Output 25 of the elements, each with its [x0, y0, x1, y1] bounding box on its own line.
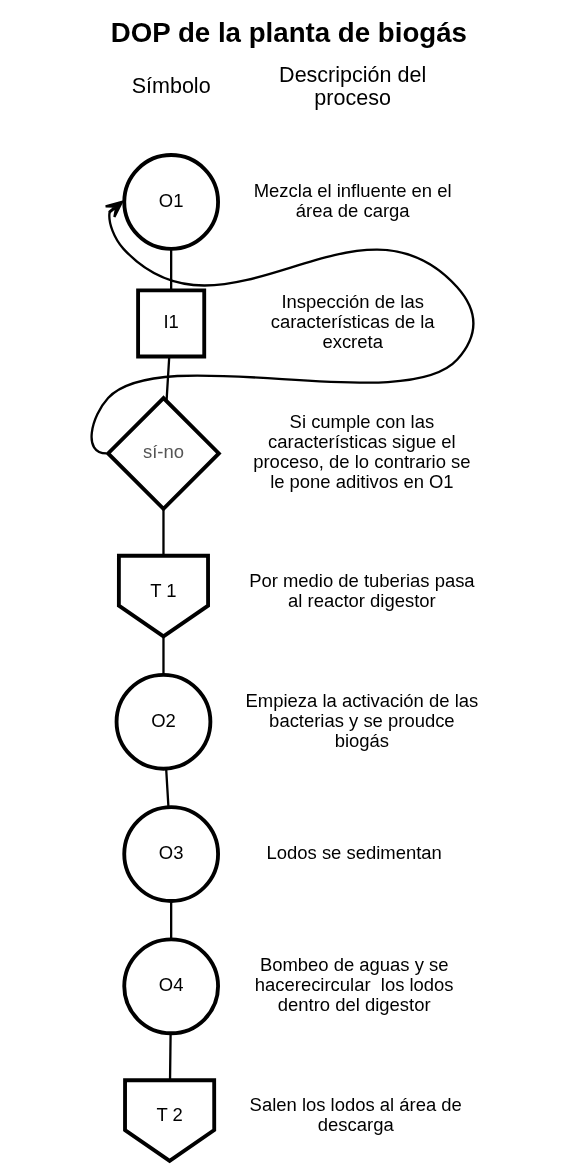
- label: Descripción del proceso: [278, 62, 426, 110]
- node-label: Lodos se sedimentan: [266, 841, 442, 863]
- node-diamond: sí-no: [104, 395, 222, 512]
- node-label: Bombeo de aguas y se hacerecircular los lodos dentro del digestor: [254, 954, 454, 1016]
- connector: [168, 1033, 172, 1081]
- diagram-title: DOP de la planta de biogás: [110, 16, 467, 48]
- node-label: Mezcla el influente en el área de carga: [253, 179, 452, 221]
- connector: [161, 508, 165, 556]
- label: Símbolo: [131, 74, 211, 99]
- node-circle: O1: [121, 153, 220, 251]
- arrow: [90, 200, 474, 455]
- connector: [169, 901, 172, 940]
- node-circle: O2: [114, 672, 212, 771]
- node-circle: O3: [121, 805, 220, 903]
- node-box: I1: [135, 288, 206, 359]
- connector: [169, 248, 172, 291]
- connector: [164, 769, 170, 808]
- node-label: Salen los lodos al área de descarga: [249, 1094, 462, 1136]
- node-label: Empieza la activación de las bacterias y se proudce biogás: [245, 689, 478, 751]
- node-label: Si cumple con las características sigue el proceso, de lo contrario se le pone aditivos en O1: [252, 411, 471, 493]
- node-circle: O4: [121, 937, 220, 1036]
- node-label: Por medio de tuberias pasa al reactor digestor: [248, 569, 475, 611]
- node-label: Inspección de las características de la excreta: [270, 291, 435, 353]
- connector: [161, 637, 165, 675]
- connector: [164, 356, 170, 402]
